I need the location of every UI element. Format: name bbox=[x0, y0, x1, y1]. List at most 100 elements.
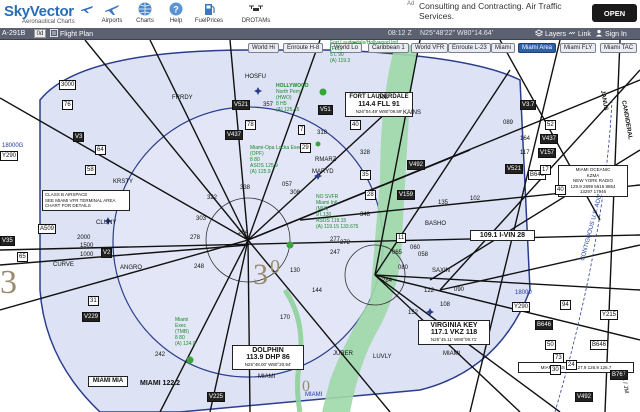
side-label-miami: MIAMI bbox=[305, 392, 323, 398]
sector-number-0-bottom: 0 bbox=[302, 378, 310, 395]
compass-rose-virginia-key bbox=[344, 244, 406, 306]
fix-krsty: KRSTY bbox=[113, 179, 134, 185]
fix-kains: KAINS bbox=[403, 110, 422, 116]
miami-oceanic-line3: NEW YORK RADIO bbox=[573, 178, 613, 183]
cursor-coords: N25°48'22" W80°14.64' bbox=[420, 30, 494, 37]
tab-miami-fly[interactable]: Miami FLY bbox=[560, 43, 597, 53]
miami-exec-line3: (TMB) bbox=[175, 329, 189, 335]
radial-277: 277 bbox=[330, 237, 341, 243]
nav-fuelprices[interactable]: FuelPrices bbox=[192, 1, 226, 27]
airway-tag-v521-right: V521 bbox=[505, 164, 524, 174]
radial-135: 135 bbox=[438, 200, 449, 206]
radial-29: 29 bbox=[300, 143, 311, 153]
ad-open-button[interactable]: OPEN bbox=[592, 4, 637, 22]
tab-miami-tac[interactable]: Miami TAC bbox=[600, 43, 638, 53]
radial-35: 35 bbox=[360, 170, 371, 180]
airport-label-miami-exec: Miami Exec (TMB) 8 80 (A) 124.0 bbox=[175, 317, 196, 347]
fix-angro: ANGRO bbox=[120, 265, 143, 271]
tab-miami-area[interactable]: Miami Area bbox=[518, 43, 557, 53]
tab-world-vfr[interactable]: World VFR bbox=[411, 43, 449, 53]
fort-lauderdale-freq: 114.4 FLL 91 bbox=[358, 101, 400, 108]
alt-tag-y215: Y215 bbox=[600, 310, 619, 320]
nav-drotams-label: DROTAMs bbox=[241, 18, 271, 24]
sector-number-3: 3 bbox=[253, 258, 268, 291]
airway-tag-v229: V229 bbox=[82, 312, 101, 322]
hollywood-name: HOLLYWOOD bbox=[276, 83, 309, 89]
help-icon: ? bbox=[169, 2, 183, 16]
airway-tag-v159: V159 bbox=[397, 190, 416, 200]
tab-world-lo[interactable]: World Lo bbox=[330, 43, 362, 53]
radial-58: 58 bbox=[85, 165, 96, 175]
layers-button[interactable]: Layers bbox=[535, 29, 566, 39]
link-icon bbox=[568, 31, 576, 35]
fix-curve: CURVE bbox=[53, 262, 74, 268]
radial-108: 108 bbox=[440, 302, 451, 308]
miami-exec-line5: (A) 124.0 bbox=[175, 341, 196, 347]
virginia-key-freq: 117.1 VKZ 118 bbox=[430, 329, 478, 336]
flight-plan-button[interactable]: Flight Plan bbox=[50, 29, 93, 39]
nav-help[interactable]: ? Help bbox=[159, 1, 193, 27]
chart-canvas[interactable] bbox=[0, 40, 640, 412]
tab-enroute-h8[interactable]: Enroute H-8 bbox=[283, 43, 324, 53]
tab-world-hi[interactable]: World Hi bbox=[248, 43, 279, 53]
tab-miami[interactable]: Miami bbox=[491, 43, 515, 53]
radial-31: 31 bbox=[88, 296, 99, 306]
sector-number-0: 0 bbox=[270, 256, 280, 278]
tab-caribbean-1[interactable]: Caribbean 1 bbox=[368, 43, 409, 53]
hollywood-line5: (A) 125.45 bbox=[276, 107, 300, 113]
virginia-key-vor-box[interactable]: VIRGINIA KEY 117.1 VKZ 118 N25°45.11' W8… bbox=[418, 320, 490, 345]
radial-164: 164 bbox=[520, 136, 531, 142]
airway-tag-b767: B767 bbox=[610, 370, 629, 380]
airway-tag-v157: V157 bbox=[538, 148, 557, 158]
airport-label-miami-intl: NO SVFR Miami Intl (MIA) 9 L130 ASOS 119… bbox=[316, 194, 358, 230]
nav-help-label: Help bbox=[169, 18, 183, 24]
dolphin-coords: N25°48.00' W80°20.94' bbox=[244, 362, 292, 367]
logo-text: SkyVector bbox=[4, 3, 74, 20]
radial-065: 065 bbox=[392, 250, 403, 256]
fix-hosfu: HOSFU bbox=[245, 74, 266, 80]
opa-locka-line5: (A) 125.9 bbox=[250, 169, 271, 175]
airport-hollywood bbox=[319, 88, 327, 96]
radial-65: 65 bbox=[17, 252, 28, 262]
miami-intl-line1: NO SVFR bbox=[316, 194, 339, 200]
sign-in-button[interactable]: Sign In bbox=[595, 29, 627, 39]
radial-247: 247 bbox=[330, 250, 341, 256]
miami-intl-name: Miami Intl bbox=[316, 200, 338, 206]
radial-50: 50 bbox=[545, 340, 556, 350]
vin-localizer-box[interactable]: 109.1 I-VIN 28 bbox=[470, 230, 535, 241]
alt-tag-18000: 18000 bbox=[515, 290, 532, 296]
nav-charts[interactable]: Charts bbox=[128, 1, 162, 27]
radial-057: 057 bbox=[282, 182, 293, 188]
dolphin-vor-box[interactable]: DOLPHIN 113.9 DHP 86 N25°48.00' W80°20.9… bbox=[232, 345, 304, 370]
miami-freq-label: MIAMI 122.2 bbox=[140, 380, 181, 387]
tab-enroute-l23[interactable]: Enroute L-23 bbox=[448, 43, 491, 53]
radial-73: 73 bbox=[553, 353, 564, 363]
radial-272: 272 bbox=[340, 240, 351, 246]
alt-tag-a509: A509 bbox=[38, 224, 57, 234]
layers-icon bbox=[535, 29, 543, 37]
miami-oceanic-line1: MIAMI OCEANIC bbox=[575, 167, 611, 172]
waypoint-saxin bbox=[426, 308, 434, 316]
radial-64: 64 bbox=[95, 145, 106, 155]
link-button[interactable]: Link bbox=[568, 29, 591, 39]
alt-tag-y290: Y290 bbox=[0, 151, 19, 161]
nav-airports[interactable]: Airports bbox=[95, 1, 129, 27]
radial-24: 24 bbox=[566, 360, 577, 370]
sectional-chart-map[interactable]: World Hi Enroute H-8 World Lo Caribbean … bbox=[0, 40, 640, 412]
fix-maryd: MARYD bbox=[312, 169, 334, 175]
radial-328: 328 bbox=[360, 150, 371, 156]
user-icon bbox=[595, 29, 603, 37]
miami-mia-box: MIAMI MIA bbox=[88, 376, 128, 387]
radial-117: 117 bbox=[520, 150, 530, 156]
fix-rmarz: RMARZ bbox=[315, 157, 337, 163]
waypoint-cluny bbox=[104, 217, 112, 225]
map-field-input[interactable]: 0d bbox=[34, 29, 46, 38]
sign-in-label: Sign In bbox=[605, 31, 627, 38]
fort-lauderdale-title: FORT LAUDERDALE bbox=[349, 94, 409, 100]
ad-text[interactable]: Consulting and Contracting. Air Traffic … bbox=[419, 1, 562, 21]
fort-lauderdale-vor-box[interactable]: FORT LAUDERDALE 114.4 FLL 91 N26°04.49' … bbox=[345, 92, 413, 117]
fuel-pump-icon bbox=[205, 4, 215, 15]
class-b-note-line1: CLASS B AIRSPACE bbox=[45, 192, 88, 197]
class-b-note-line3: CHART FOR DETAILS bbox=[45, 203, 91, 208]
nav-drotams[interactable]: DROTAMs bbox=[236, 1, 276, 27]
